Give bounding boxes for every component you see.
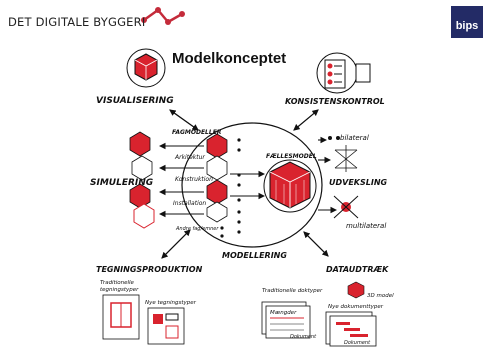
maengder-label: Mængder <box>270 310 297 316</box>
modelling-circle <box>181 122 323 248</box>
simulering-icons <box>129 131 155 229</box>
brand-name: DET DIGITALE BYGGERI <box>8 15 146 29</box>
simulering-label: SIMULERING <box>90 178 153 188</box>
nye-dokumenttyper-label: Nye dokumenttyper <box>328 304 384 310</box>
multilateral-label: multilateral <box>346 222 386 230</box>
arkitektur-label: Arkitektur <box>174 154 205 161</box>
multilateral-icon <box>333 195 359 219</box>
bilateral-label: bilateral <box>340 134 369 142</box>
network-icon <box>334 145 358 172</box>
traditionelle-doktyper-label: Traditionelle doktyper <box>262 288 323 294</box>
installation-label: Installation <box>173 200 206 207</box>
faellesmodel-icon <box>263 159 317 213</box>
visualisering-icon <box>126 48 166 88</box>
faellesmodel-label: FÆLLESMODEL <box>266 153 317 160</box>
traditionelle-label: Traditionelle <box>100 280 135 286</box>
bilateral-icon <box>328 136 340 140</box>
document-sheets-icon <box>261 301 377 347</box>
visualisering-label: VISUALISERING <box>96 96 174 106</box>
dokument-label-1: Dokument <box>290 334 317 340</box>
drawing-sheets-icon <box>102 294 185 345</box>
bips-logo: bips <box>451 6 483 38</box>
diagram-arrows <box>158 109 338 259</box>
tegningsproduktion-label: TEGNINGSPRODUKTION <box>96 265 203 274</box>
fagmodeller-label: FAGMODELLER <box>172 129 222 136</box>
3d-model-icon <box>347 281 365 299</box>
modellering-label: MODELLERING <box>222 251 287 260</box>
nye-tegningstyper-label: Nye tegningstyper <box>145 300 197 306</box>
udveksling-label: UDVEKSLING <box>329 178 388 187</box>
tegningstyper-label: tegningstyper <box>100 287 139 293</box>
andre-fag-label: Andre fag/emner <box>175 226 219 232</box>
konsistenskontrol-icon <box>316 52 371 94</box>
konstruktion-label: Konstruktion <box>175 176 213 183</box>
dokument-label-2: Dokument <box>344 340 371 346</box>
brand-logo-icon <box>141 7 185 25</box>
page-title: Modelkonceptet <box>172 50 287 67</box>
konsistenskontrol-label: KONSISTENSKONTROL <box>285 97 385 106</box>
dataudtraek-label: DATAUDTRÆK <box>326 265 389 274</box>
3d-model-label: 3D model <box>367 293 394 299</box>
model-dots <box>220 138 241 238</box>
fagmodeller-icons <box>206 133 228 223</box>
